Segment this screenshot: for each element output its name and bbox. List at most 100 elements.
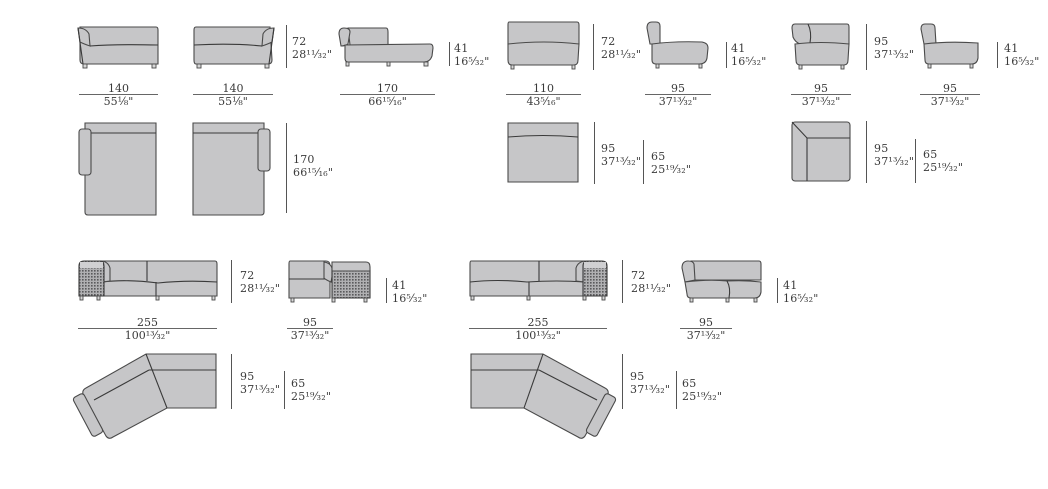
depth-dimension-line [594,122,595,184]
height-dimension-line [997,42,998,68]
width-in: 37¹³⁄₃₂" [658,95,698,108]
height-dimension-line [726,42,727,68]
height-cm: 72 [240,269,255,282]
chaise-longue-plan-left [78,122,157,216]
height-cm: 41 [731,42,746,55]
depth-dimension-line [286,123,287,213]
chaise-longue-plan-right [192,122,271,216]
dimension-line [680,328,732,329]
width-in: 37¹³⁄₃₂" [290,329,330,342]
width-cm: 170 [377,82,398,95]
height-in: 28¹¹⁄₃₂" [631,282,672,295]
seat-depth-dimension-line [915,139,916,183]
seat-depth-in: 25¹⁹⁄₃₂" [923,161,964,174]
height-in: 28¹¹⁄₃₂" [292,48,333,61]
corner-sofa-side [681,260,762,303]
height-cm: 72 [631,269,646,282]
width-cm: 95 [814,82,828,95]
width-cm: 255 [527,316,549,329]
dimension-line [791,94,851,95]
width-in: 55⅛" [103,95,134,108]
dimension-line [287,328,333,329]
dimension-line [645,94,711,95]
dimension-line [78,328,217,329]
sofa-140-right-arm-front [193,26,275,69]
dimension-line [920,94,980,95]
depth-dimension-line [866,121,867,183]
depth-dimension-line [231,354,232,409]
corner-element-plan [791,121,851,182]
height-cm: 41 [392,279,407,292]
height-dimension-line [449,42,450,66]
depth-in: 37¹³⁄₃₂" [874,155,915,168]
seat-depth-cm: 65 [651,150,666,163]
width-in: 100¹³⁄₃₂" [515,329,561,342]
height-dimension-line [386,278,387,303]
dimension-line [79,94,158,95]
width-cm: 255 [137,316,158,329]
height-cm: 72 [292,35,307,48]
sofa-255-wicker-right-front [469,260,608,301]
height-cm: 41 [1004,42,1019,55]
dimension-line [340,94,435,95]
corner-element-side [920,23,979,69]
width-in: 37¹³⁄₃₂" [686,329,726,342]
sofa-255-wicker-left-front [78,260,218,301]
depth-in: 37¹³⁄₃₂" [874,48,915,61]
dimension-line [506,94,581,95]
seat-depth-in: 25¹⁹⁄₃₂" [651,163,692,176]
central-element-plan [507,122,579,183]
width-in: 66¹⁵⁄₁₆" [368,95,407,108]
height-dimension-line [622,260,623,303]
height-dimension-line [777,278,778,303]
height-cm: 72 [601,35,616,48]
wicker-table-side [288,260,371,303]
depth-in: 37¹³⁄₃₂" [601,155,642,168]
seat-depth-in: 25¹⁹⁄₃₂" [682,390,723,403]
width-in: 37¹³⁄₃₂" [930,95,970,108]
height-dimension-line [593,24,594,70]
width-cm: 95 [303,316,317,329]
width-cm: 140 [108,82,129,95]
depth-in: 37¹³⁄₃₂" [240,383,281,396]
width-in: 43⁵⁄₁₆" [526,95,561,108]
central-element-110-front [507,21,580,70]
height-in: 16⁵⁄₃₂" [1004,55,1040,68]
depth-in: 37¹³⁄₃₂" [630,383,671,396]
height-in: 16⁵⁄₃₂" [392,292,428,305]
height-cm: 41 [783,279,798,292]
width-cm: 95 [671,82,685,95]
dimension-line [469,328,607,329]
depth-cm: 95 [240,370,255,383]
depth-dimension-line [622,354,623,409]
height-dimension-line [286,25,287,68]
height-cm: 41 [454,42,469,55]
height-in: 16⁵⁄₃₂" [454,55,490,68]
seat-depth-dimension-line [643,140,644,184]
width-cm: 140 [222,82,244,95]
chaise-longue-170-side [338,27,434,67]
width-cm: 95 [943,82,957,95]
depth-cm: 95 [601,142,616,155]
seat-depth-cm: 65 [923,148,938,161]
width-in: 55⅛" [218,95,248,108]
depth-in: 66¹⁵⁄₁₆" [293,166,334,179]
seat-depth-in: 25¹⁹⁄₃₂" [291,390,332,403]
depth-cm: 95 [630,370,645,383]
depth-cm: 170 [293,153,315,166]
width-cm: 95 [699,316,713,329]
height-in: 16⁵⁄₃₂" [731,55,767,68]
height-in: 28¹¹⁄₃₂" [240,282,281,295]
depth-cm: 95 [874,35,889,48]
seat-depth-cm: 65 [682,377,697,390]
height-in: 16⁵⁄₃₂" [783,292,819,305]
depth-cm: 95 [874,142,889,155]
width-in: 37¹³⁄₃₂" [801,95,841,108]
central-element-side [646,21,709,69]
angled-sofa-plan-right [470,353,617,439]
dimension-line [193,94,273,95]
depth-dimension-line [866,24,867,70]
angled-sofa-plan-left [72,353,217,439]
width-cm: 110 [533,82,554,95]
seat-depth-dimension-line [676,371,677,409]
